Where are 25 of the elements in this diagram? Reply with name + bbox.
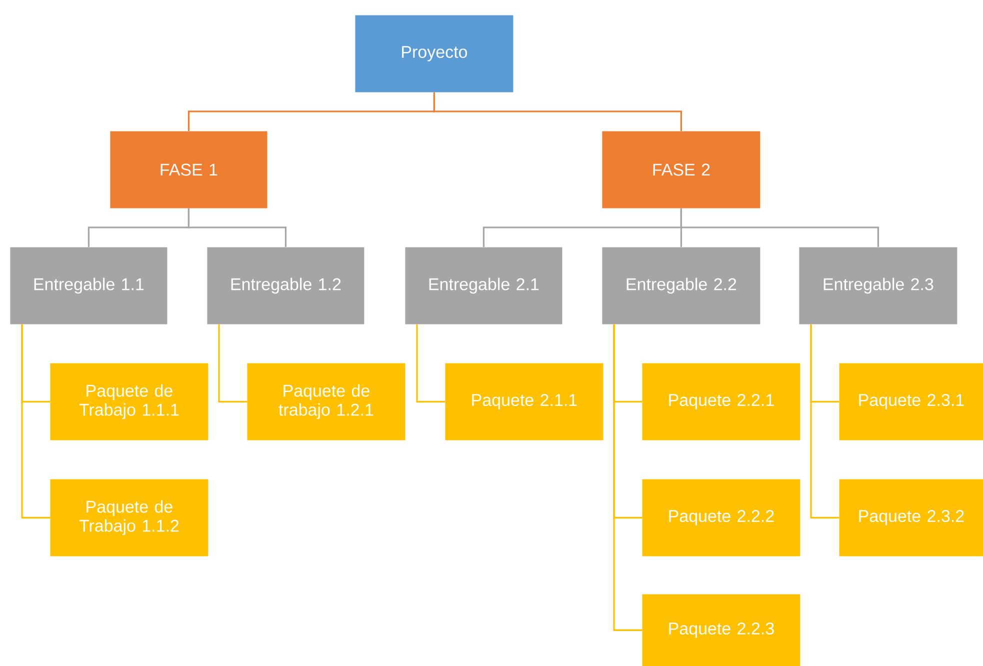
work-package-box: Paquete de Trabajo 1.1.1 xyxy=(50,363,208,440)
deliverable-box: Entregable 2.3 xyxy=(799,247,958,324)
connector-line xyxy=(218,324,247,402)
deliverable-box: Entregable 1.1 xyxy=(10,247,168,324)
connector-line xyxy=(21,324,50,518)
deliverable-box: Entregable 1.2 xyxy=(207,247,364,324)
connector-line xyxy=(680,208,879,247)
phase-box: FASE 1 xyxy=(110,131,268,208)
deliverable-box: Entregable 2.1 xyxy=(405,247,562,324)
connector-line xyxy=(416,324,445,402)
work-package-box: Paquete 2.2.2 xyxy=(642,479,800,556)
work-package-box: Paquete 2.3.1 xyxy=(839,363,983,440)
work-package-box: Paquete de Trabajo 1.1.2 xyxy=(50,479,208,556)
connector-line xyxy=(810,324,839,518)
work-package-box: Paquete 2.2.1 xyxy=(642,363,800,440)
connector-line xyxy=(613,324,642,631)
work-package-box: Paquete 2.3.2 xyxy=(839,479,983,556)
connector-line xyxy=(433,92,682,131)
project-box: Proyecto xyxy=(355,15,514,92)
work-package-box: Paquete 2.2.3 xyxy=(642,594,800,666)
connector-line xyxy=(188,208,286,247)
deliverable-box: Entregable 2.2 xyxy=(602,247,760,324)
phase-box: FASE 2 xyxy=(602,131,760,208)
work-package-box: Paquete de trabajo 1.2.1 xyxy=(247,363,406,440)
work-package-box: Paquete 2.1.1 xyxy=(445,363,604,440)
